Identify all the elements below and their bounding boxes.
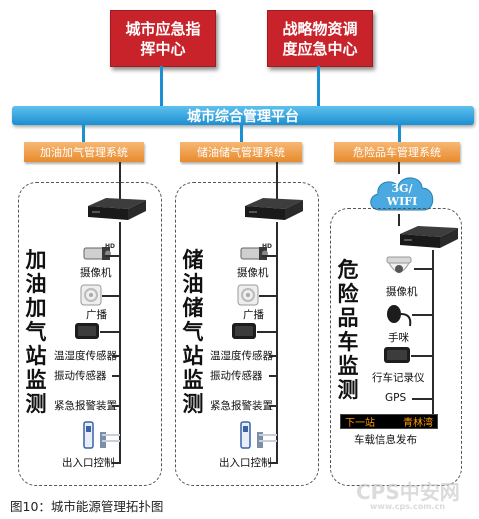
device-label: 紧急报警装置 bbox=[210, 400, 273, 412]
device-connector bbox=[105, 255, 120, 257]
led-next-stop: 下一站 bbox=[345, 418, 375, 429]
device-connector bbox=[259, 295, 277, 297]
device-connector bbox=[112, 355, 120, 357]
zone-storage-station bbox=[175, 182, 319, 486]
device-connector bbox=[112, 375, 120, 377]
hd-tag: HD bbox=[262, 243, 273, 250]
speaker-icon bbox=[80, 284, 102, 306]
system-hazmat-vehicle: 危险品车管理系统 bbox=[334, 142, 460, 162]
device-label: 温湿度传感器 bbox=[54, 350, 117, 362]
zone1-bus-line bbox=[119, 222, 121, 464]
connector-sys1-server bbox=[119, 162, 121, 199]
connector-sys3-cloud bbox=[398, 162, 400, 174]
device-label: 手咪 bbox=[388, 332, 409, 344]
sensor-panel-icon bbox=[232, 323, 256, 339]
led-station-name: 青林湾 bbox=[403, 418, 433, 429]
dashcam-icon bbox=[384, 347, 410, 363]
connector-cmd2-platform bbox=[317, 66, 320, 107]
zone-hazmat-vehicle bbox=[330, 208, 462, 486]
gate-icon bbox=[240, 421, 277, 449]
server-icon bbox=[400, 226, 458, 248]
device-connector bbox=[262, 255, 277, 257]
command-center-emergency: 城市应急指 挥中心 bbox=[110, 10, 216, 67]
device-connector bbox=[102, 295, 120, 297]
zone-hazmat-vehicle-title: 危 险 品 车 监 测 bbox=[337, 258, 359, 402]
device-label: 摄像机 bbox=[386, 286, 418, 298]
device-label: 摄像机 bbox=[80, 267, 112, 279]
device-connector bbox=[412, 398, 433, 400]
device-label: 广播 bbox=[243, 309, 264, 321]
device-connector bbox=[412, 314, 433, 316]
device-label: 出入口控制 bbox=[219, 457, 272, 469]
server-icon bbox=[88, 198, 146, 220]
cloud-label: 3G/ WIFI bbox=[386, 182, 418, 208]
zone-fuel-station bbox=[18, 182, 162, 486]
connector-sys2-server bbox=[276, 162, 278, 199]
device-connector bbox=[414, 268, 433, 270]
gate-icon bbox=[83, 421, 120, 449]
speaker-icon bbox=[237, 284, 259, 306]
server-icon bbox=[245, 198, 303, 220]
device-label: 广播 bbox=[86, 309, 107, 321]
system-storage: 储油储气管理系统 bbox=[180, 142, 302, 162]
device-label: 紧急报警装置 bbox=[54, 400, 117, 412]
connector-platform-sys1 bbox=[82, 125, 85, 142]
hd-tag: HD bbox=[105, 243, 116, 250]
dome-camera-icon bbox=[386, 256, 412, 273]
zone-storage-station-title: 储 油 储 气 站 监 测 bbox=[182, 248, 204, 416]
device-label: 出入口控制 bbox=[62, 457, 115, 469]
led-info-display: 下一站 青林湾 bbox=[340, 414, 438, 429]
device-label: 车载信息发布 bbox=[354, 434, 417, 446]
device-connector bbox=[257, 331, 277, 333]
platform-bar: 城市综合管理平台 bbox=[12, 106, 474, 125]
watermark-logo: CPS中安网 bbox=[356, 480, 460, 504]
device-connector bbox=[100, 331, 120, 333]
command-center-strategic: 战略物资调 度应急中心 bbox=[267, 10, 373, 67]
connector-cloud-server bbox=[398, 214, 400, 226]
device-connector bbox=[112, 462, 120, 464]
zone3-bus-line bbox=[432, 250, 434, 422]
device-connector bbox=[112, 405, 120, 407]
sensor-panel-icon bbox=[75, 323, 99, 339]
cloud-icon bbox=[370, 177, 434, 211]
system-fuel-gas: 加油加气管理系统 bbox=[24, 142, 144, 162]
device-connector bbox=[269, 405, 277, 407]
connector-platform-sys3 bbox=[398, 125, 401, 142]
figure-caption: 图10：城市能源管理拓扑图 bbox=[10, 499, 164, 514]
device-label: 摄像机 bbox=[237, 267, 269, 279]
device-label: 行车记录仪 bbox=[372, 372, 425, 384]
connector-cmd1-platform bbox=[160, 66, 163, 107]
connector-platform-sys2 bbox=[240, 125, 243, 142]
zone-fuel-station-title: 加 油 加 气 站 监 测 bbox=[25, 248, 47, 416]
device-label: 温湿度传感器 bbox=[210, 350, 273, 362]
device-connector bbox=[269, 462, 277, 464]
microphone-icon bbox=[387, 305, 412, 327]
device-label: GPS bbox=[385, 392, 407, 404]
device-label: 振动传感器 bbox=[210, 370, 263, 382]
zone2-bus-line bbox=[276, 222, 278, 464]
device-label: 振动传感器 bbox=[54, 370, 107, 382]
device-connector bbox=[269, 355, 277, 357]
device-connector bbox=[411, 355, 433, 357]
watermark-url: www.cps.com.cn bbox=[370, 502, 446, 511]
device-connector bbox=[269, 375, 277, 377]
